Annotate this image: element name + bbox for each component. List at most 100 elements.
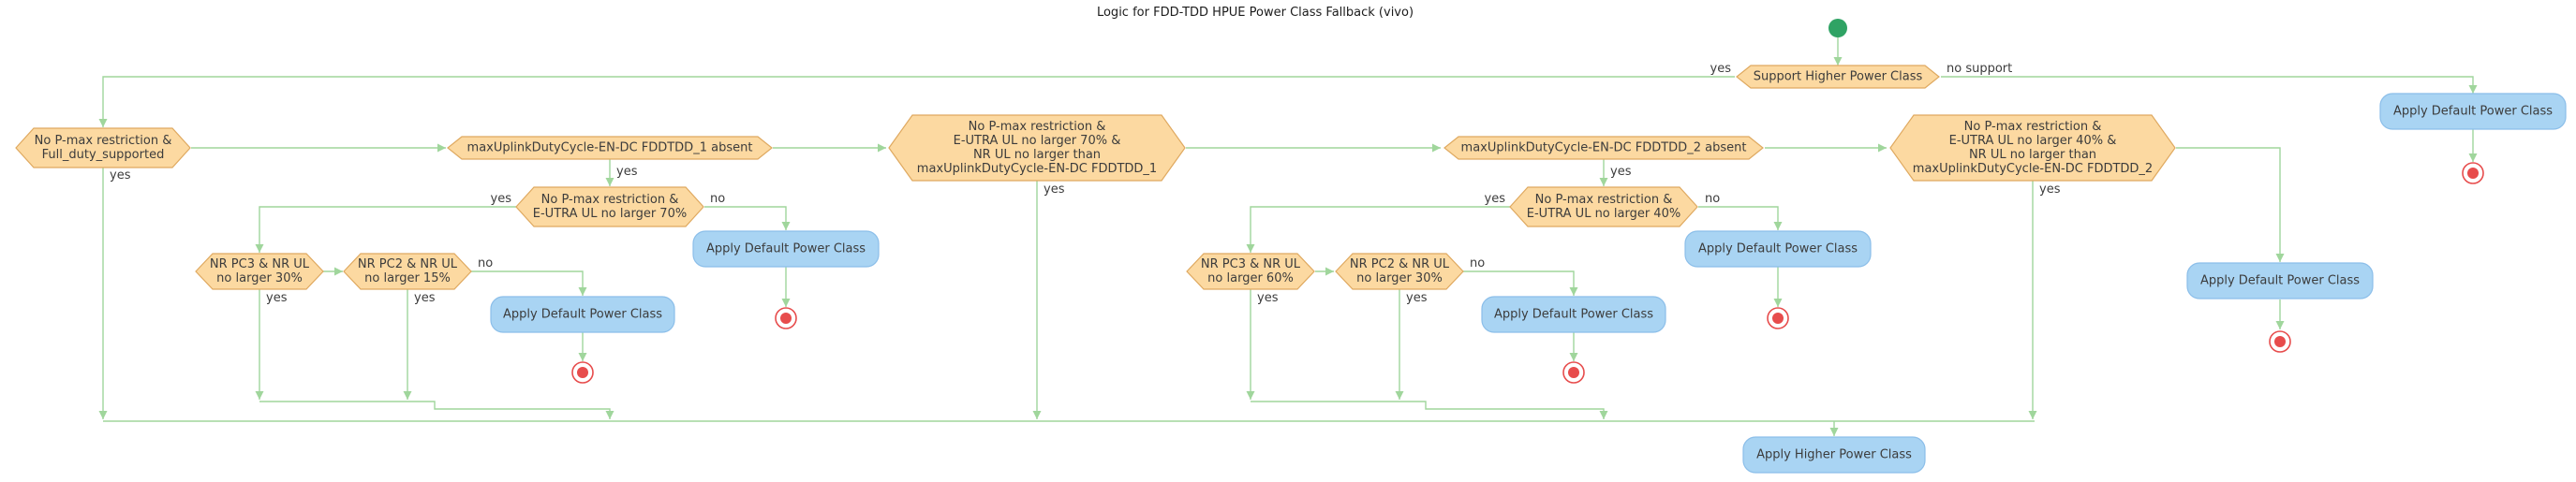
edge-pc3b-yes	[1246, 289, 1255, 400]
arrowhead-icon	[605, 178, 614, 186]
edge-pc3a-yes	[255, 289, 264, 400]
arrowhead-icon	[1325, 267, 1334, 276]
label-fullduty-yes: yes	[110, 168, 131, 183]
arrowhead-icon	[2275, 254, 2285, 262]
action-apply-default-power-class-2: Apply Default Power Class	[490, 296, 675, 333]
node-label: maxUplinkDutyCycle-EN-DC FDDTDD_2	[1913, 162, 2153, 176]
edge-default0-to-end	[2468, 129, 2478, 162]
label-pc3b-yes: yes	[1257, 291, 1279, 305]
label-pc2a-yes: yes	[414, 291, 436, 305]
arrowhead-icon	[578, 353, 587, 361]
arrowhead-icon	[1833, 57, 1843, 66]
end-node-0	[2462, 162, 2484, 184]
action-apply-higher-power-class: Apply Higher Power Class	[1742, 436, 1926, 474]
edge-fullduty-no	[191, 143, 446, 153]
decision-eutra-ul-40: No P-max restriction &E-UTRA UL no large…	[1509, 186, 1698, 227]
edge-duty1-no	[773, 143, 886, 153]
edge-duty1-yes	[605, 159, 614, 186]
edge-big1-no	[1186, 143, 1441, 153]
action-apply-default-power-class-5: Apply Default Power Class	[2186, 262, 2374, 299]
node-label: no larger 60%	[1207, 271, 1294, 285]
node-label: Apply Higher Power Class	[1756, 448, 1912, 462]
arrowhead-icon	[605, 411, 614, 419]
label-duty1-yes: yes	[616, 165, 638, 179]
arrowhead-icon	[1829, 428, 1839, 436]
edge-support-yes	[98, 76, 1735, 127]
label-eutra40-no: no	[1705, 192, 1720, 206]
arrowhead-icon	[1878, 143, 1887, 153]
edge-eutra70-no	[704, 206, 791, 230]
arrowhead-icon	[2028, 411, 2037, 419]
arrowhead-icon	[1246, 391, 1255, 400]
arrowhead-icon	[1599, 178, 1608, 186]
action-apply-default-power-class-0: Apply Default Power Class	[2379, 93, 2567, 130]
edge-big2-yes	[2028, 181, 2037, 419]
node-label: Apply Default Power Class	[1494, 308, 1653, 322]
label-eutra40-yes: yes	[1485, 192, 1506, 206]
label-support-yes: yes	[1710, 62, 1732, 76]
end-node-5	[2269, 330, 2291, 353]
node-label: no larger 30%	[216, 271, 303, 285]
arrowhead-icon	[1773, 299, 1783, 307]
arrowhead-icon	[98, 119, 108, 127]
edge-default4-to-end	[1569, 332, 1578, 361]
label-pc3a-yes: yes	[266, 291, 288, 305]
edge-big2-no	[2176, 147, 2285, 262]
start-dot-icon	[1828, 19, 1847, 37]
end-node-4	[1562, 361, 1585, 384]
label-pc2a-no: no	[478, 256, 493, 270]
diagram-title: Logic for FDD-TDD HPUE Power Class Fallb…	[1096, 6, 1414, 20]
edge-pc2a-yes	[403, 289, 412, 400]
decision-big-fddtdd1: No P-max restriction &E-UTRA UL no large…	[888, 114, 1186, 182]
edge-eutra40-no	[1698, 206, 1783, 230]
edge-merge-left	[259, 401, 614, 419]
decision-support-higher-power-class: Support Higher Power Class	[1736, 65, 1940, 89]
node-label: E-UTRA UL no larger 70%	[533, 207, 687, 221]
arrowhead-icon	[2468, 85, 2478, 94]
edge-default1-to-end	[781, 267, 791, 307]
arrowhead-icon	[255, 244, 264, 253]
node-label: maxUplinkDutyCycle-EN-DC FDDTDD_1	[917, 162, 1157, 176]
node-label: NR UL no larger than	[973, 148, 1101, 162]
arrowhead-icon	[1773, 222, 1783, 230]
node-label: Apply Default Power Class	[503, 308, 662, 322]
decision-eutra-ul-70: No P-max restriction &E-UTRA UL no large…	[515, 186, 704, 227]
end-node-3	[1767, 307, 1789, 329]
arrowhead-icon	[878, 143, 886, 153]
edge-start-to-support	[1833, 37, 1843, 66]
node-label: Apply Default Power Class	[706, 242, 866, 256]
arrowhead-icon	[578, 287, 587, 296]
node-label: Support Higher Power Class	[1754, 70, 1923, 84]
action-apply-default-power-class-3: Apply Default Power Class	[1684, 230, 1872, 268]
arrowhead-icon	[781, 222, 791, 230]
edge-support-no	[1941, 76, 2478, 94]
edge-pc2b-no	[1463, 270, 1578, 296]
edge-pc2b-yes	[1395, 289, 1404, 400]
node-label: E-UTRA UL no larger 40% &	[1949, 134, 2117, 148]
node-label: No P-max restriction &	[541, 193, 679, 207]
arrowhead-icon	[1032, 411, 1042, 419]
end-dot-icon	[2274, 336, 2286, 347]
decision-big-fddtdd2: No P-max restriction &E-UTRA UL no large…	[1889, 114, 2176, 182]
decision-duty-cycle-fddtdd1-absent: maxUplinkDutyCycle-EN-DC FDDTDD_1 absent	[447, 136, 773, 160]
node-label: no larger 15%	[364, 271, 451, 285]
label-pc2b-no: no	[1470, 256, 1485, 270]
node-label: No P-max restriction &	[1964, 120, 2102, 134]
arrowhead-icon	[334, 267, 343, 276]
edge-eutra40-yes	[1246, 206, 1510, 253]
edge-default2-to-end	[578, 332, 587, 361]
label-pc2b-yes: yes	[1406, 291, 1428, 305]
edge-pc3b-no	[1315, 267, 1334, 276]
arrowhead-icon	[1569, 353, 1578, 361]
node-label: No P-max restriction &	[35, 134, 172, 148]
end-node-1	[775, 307, 797, 329]
edge-fullduty-yes	[98, 168, 108, 419]
node-label: Apply Default Power Class	[1698, 242, 1858, 256]
node-label: no larger 30%	[1356, 271, 1443, 285]
node-label: NR PC2 & NR UL	[358, 257, 458, 271]
edge-merge-right	[1251, 401, 1608, 419]
